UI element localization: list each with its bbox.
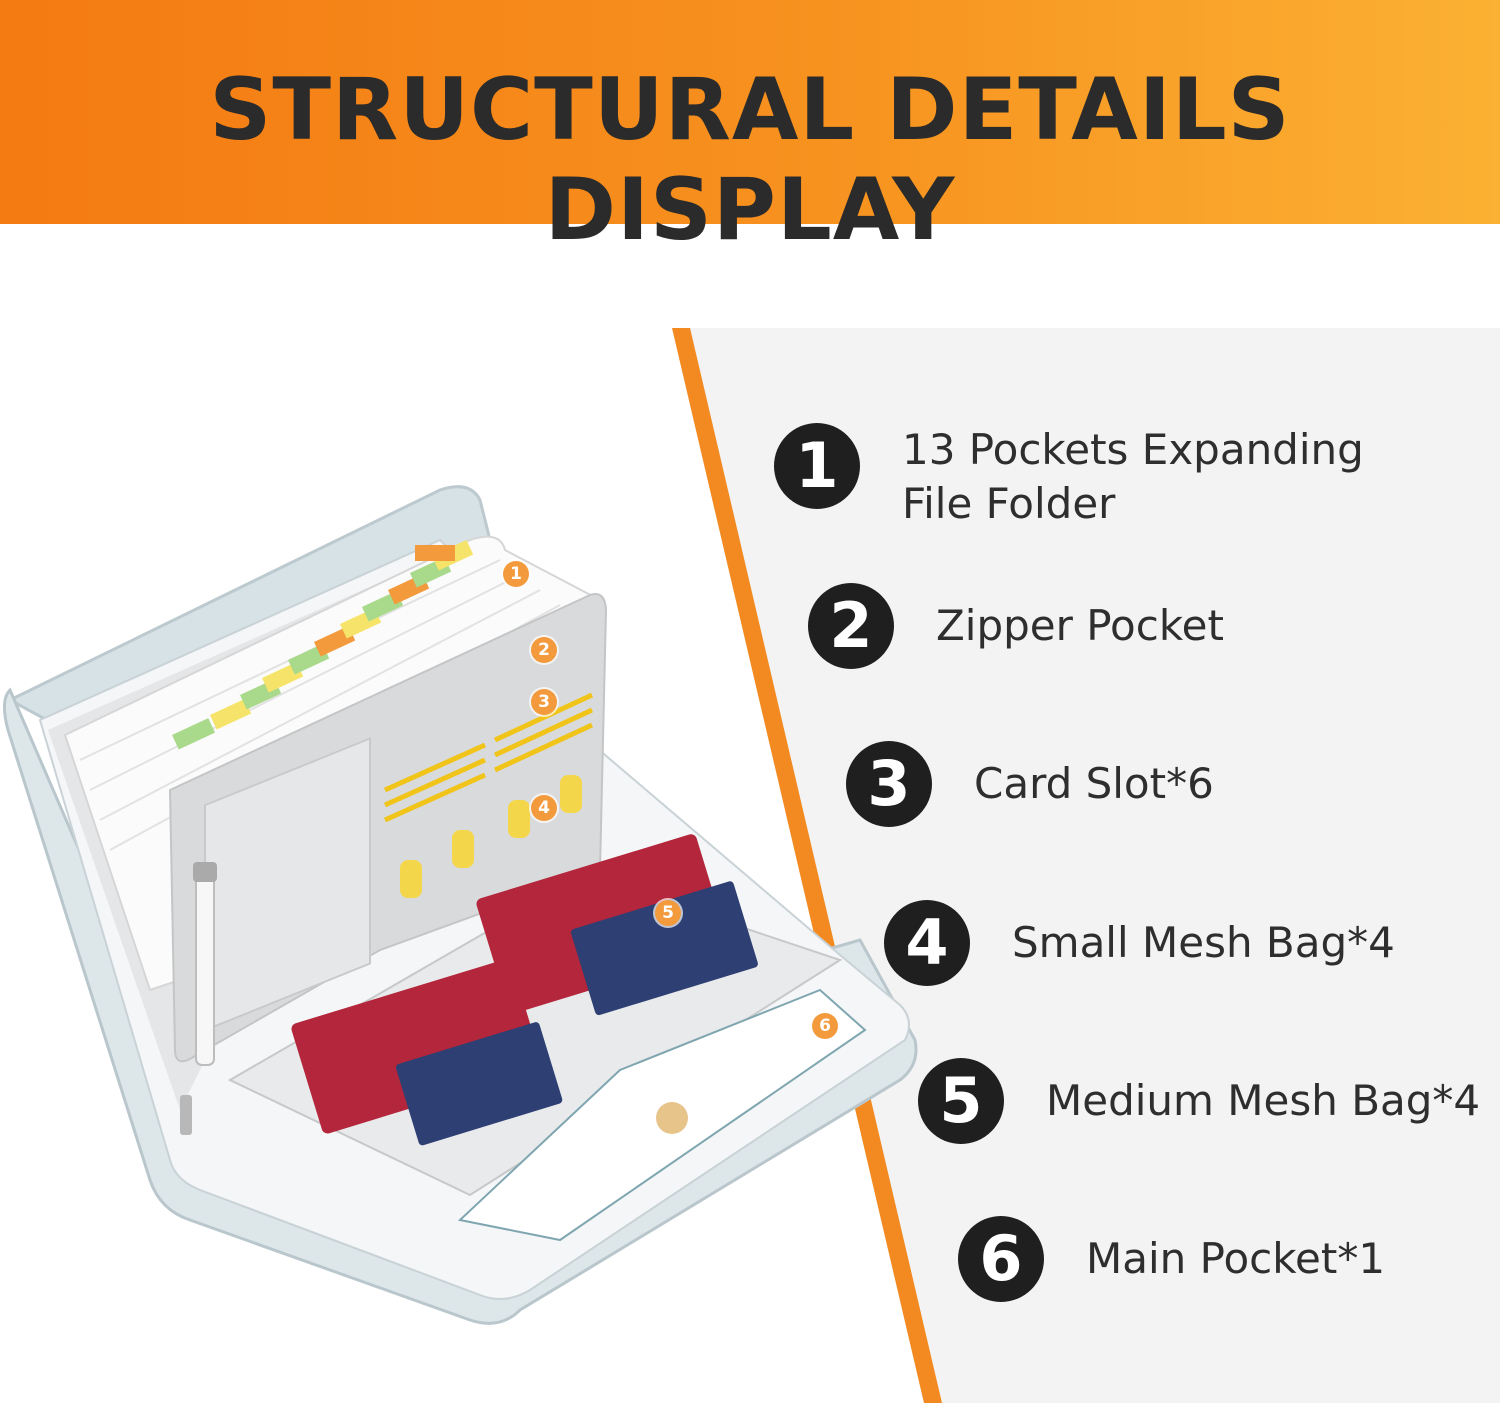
callout-2: 2 (531, 637, 557, 663)
number-badge: 4 (884, 900, 970, 986)
feature-label: Small Mesh Bag*4 (1012, 918, 1395, 967)
page-title: STRUCTURAL DETAILS DISPLAY (209, 60, 1291, 260)
feature-label-line: File Folder (902, 479, 1116, 528)
number-badge: 3 (846, 741, 932, 827)
number-badge: 6 (958, 1216, 1044, 1302)
feature-label: Card Slot*6 (974, 759, 1214, 808)
number-badge: 1 (774, 423, 860, 509)
header-banner: STRUCTURAL DETAILS DISPLAY (0, 0, 1500, 260)
accent-stripe (672, 328, 942, 1403)
feature-label: Zipper Pocket (936, 601, 1224, 650)
callout-6: 6 (812, 1013, 838, 1039)
callout-1: 1 (503, 561, 529, 587)
feature-panel (688, 328, 1500, 1403)
number-badge: 5 (918, 1058, 1004, 1144)
callout-3: 3 (531, 689, 557, 715)
callout-4: 4 (531, 795, 557, 821)
feature-label: 13 Pockets Expanding File Folder (902, 423, 1364, 531)
feature-label: Medium Mesh Bag*4 (1046, 1076, 1481, 1125)
feature-label-line: 13 Pockets Expanding (902, 425, 1364, 474)
file-organizer-image (3, 485, 918, 1325)
number-badge: 2 (808, 583, 894, 669)
feature-label: Main Pocket*1 (1086, 1234, 1386, 1283)
callout-5: 5 (655, 900, 681, 926)
